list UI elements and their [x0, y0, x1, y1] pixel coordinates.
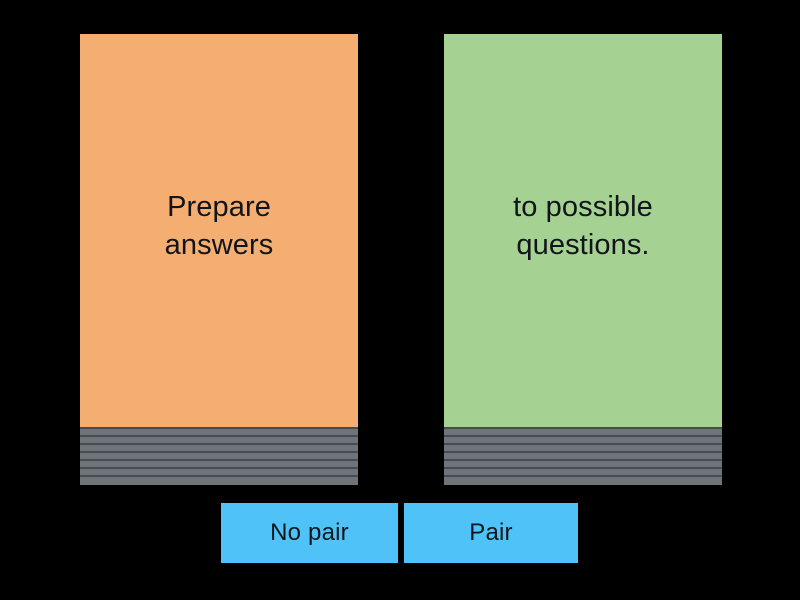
no-pair-button[interactable]: No pair: [221, 503, 398, 563]
card-face-right[interactable]: to possible questions.: [444, 34, 722, 427]
deck-line: [80, 467, 358, 469]
answer-button-row: No pair Pair: [221, 503, 578, 563]
deck-line: [80, 427, 358, 429]
deck-line: [444, 435, 722, 437]
card-text-left: Prepare answers: [164, 191, 274, 261]
card-deck-right: [444, 427, 722, 485]
deck-line: [80, 443, 358, 445]
deck-line: [444, 475, 722, 477]
deck-line: [444, 443, 722, 445]
deck-line: [80, 459, 358, 461]
deck-line: [80, 475, 358, 477]
card-text-right: to possible questions.: [513, 191, 653, 261]
card-stack-right[interactable]: to possible questions.: [444, 34, 722, 485]
deck-line: [444, 467, 722, 469]
deck-line: [444, 459, 722, 461]
deck-line: [80, 435, 358, 437]
card-face-left[interactable]: Prepare answers: [80, 34, 358, 427]
pair-button[interactable]: Pair: [404, 503, 578, 563]
deck-line: [444, 451, 722, 453]
card-stack-left[interactable]: Prepare answers: [80, 34, 358, 485]
deck-line: [444, 427, 722, 429]
card-deck-left: [80, 427, 358, 485]
deck-line: [80, 451, 358, 453]
